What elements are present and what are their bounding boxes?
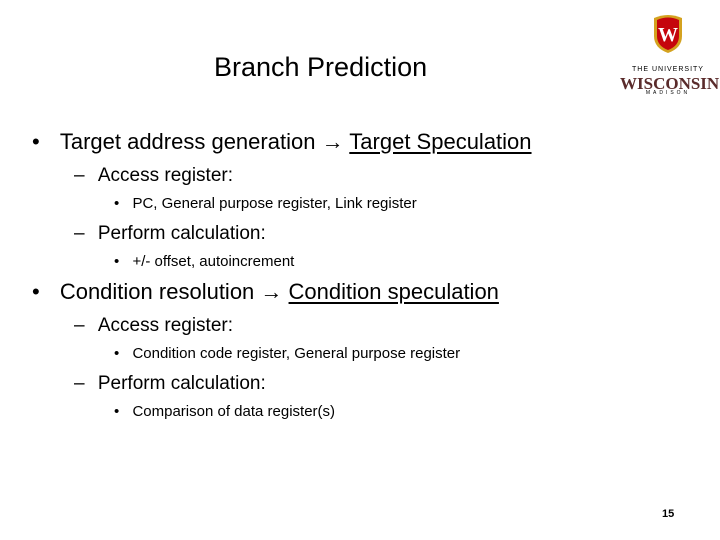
item-emphasis: Target Speculation: [349, 129, 532, 154]
detail-text: +/- offset, autoincrement: [132, 253, 295, 270]
detail-item: • Condition code register, General purpo…: [114, 344, 460, 364]
sub-item: – Perform calculation:: [74, 372, 266, 396]
bullet: •: [114, 195, 120, 212]
sub-item-text: Perform calculation:: [97, 223, 266, 244]
detail-text: Condition code register, General purpose…: [132, 345, 461, 362]
list-item: • Target address generation → Target Spe…: [32, 128, 532, 156]
bullet: •: [114, 253, 120, 270]
item-text: Target address generation: [59, 129, 316, 154]
university-logo: W THE UNIVERSITY WISCONSIN MADISON: [620, 14, 720, 98]
detail-item: • PC, General purpose register, Link reg…: [114, 194, 417, 214]
page-number: 15: [662, 508, 675, 520]
detail-text: Comparison of data register(s): [132, 403, 336, 420]
sub-item-text: Perform calculation:: [97, 373, 266, 394]
logo-line-madison: MADISON: [645, 90, 691, 96]
arrow-icon: →: [321, 129, 344, 154]
bullet: •: [32, 279, 40, 304]
sub-item: – Access register:: [74, 164, 233, 188]
crest-letter: W: [658, 24, 678, 46]
bullet: •: [114, 403, 120, 420]
detail-item: • +/- offset, autoincrement: [114, 252, 294, 272]
item-text: Condition resolution: [59, 279, 255, 304]
dash: –: [74, 315, 85, 336]
bullet: •: [32, 129, 40, 154]
sub-item: – Access register:: [74, 314, 233, 338]
detail-text: PC, General purpose register, Link regis…: [132, 195, 417, 212]
crest-icon: W: [654, 15, 682, 53]
detail-item: • Comparison of data register(s): [114, 402, 335, 422]
item-emphasis: Condition speculation: [288, 279, 499, 304]
arrow-icon: →: [260, 279, 283, 304]
sub-item: – Perform calculation:: [74, 222, 266, 246]
sub-item-text: Access register:: [97, 315, 234, 336]
bullet: •: [114, 345, 120, 362]
dash: –: [74, 373, 85, 394]
logo-line-wisconsin: WISCONSIN: [620, 74, 720, 93]
dash: –: [74, 223, 85, 244]
dash: –: [74, 165, 85, 186]
logo-line-university: THE UNIVERSITY: [632, 66, 704, 73]
sub-item-text: Access register:: [97, 165, 234, 186]
list-item: • Condition resolution → Condition specu…: [32, 278, 499, 306]
slide-title: Branch Prediction: [214, 52, 428, 82]
